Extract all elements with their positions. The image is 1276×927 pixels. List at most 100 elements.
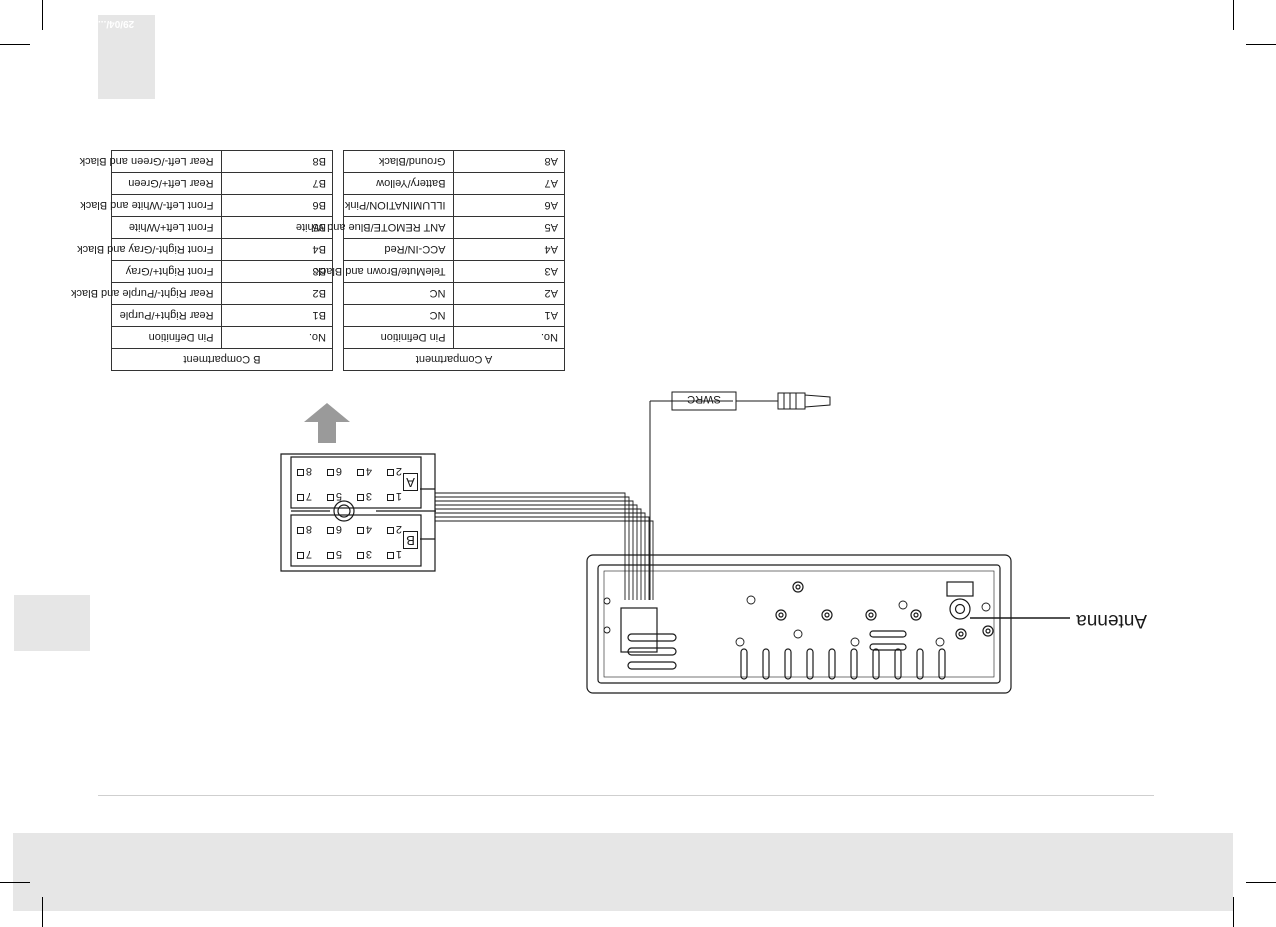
connector-center-pin xyxy=(333,500,355,522)
pin-number: 7 xyxy=(305,548,312,560)
connector-pin: 7 xyxy=(296,548,312,560)
connector-pin: 1 xyxy=(386,548,402,560)
connector-pin: 8 xyxy=(296,523,312,535)
pin-definition-cell: NC xyxy=(343,282,454,305)
pin-number: 1 xyxy=(395,548,402,560)
antenna-label: Antenna xyxy=(1076,610,1147,631)
pin-square-icon xyxy=(326,494,334,501)
connector-pin: 4 xyxy=(356,465,372,477)
connector-pin: 6 xyxy=(326,523,342,535)
pin-definition-cell: NC xyxy=(343,304,454,327)
column-header-definition: Pin Definition xyxy=(111,326,222,349)
pin-definition-cell: Front Left-/White and Black xyxy=(80,194,222,217)
pin-square-icon xyxy=(296,469,304,476)
connector-a-label: A xyxy=(403,473,418,491)
pin-number: 6 xyxy=(335,523,342,535)
button-bar xyxy=(869,643,907,651)
pin-number: 2 xyxy=(395,465,402,477)
table-header-row: No.Pin Definition xyxy=(111,326,333,349)
column-header-no: No. xyxy=(222,326,333,349)
pin-square-icon xyxy=(386,469,394,476)
pin-definition-cell: ILLUMINATION/Pink xyxy=(343,194,454,217)
pin-number-cell: B8 xyxy=(222,150,333,173)
screws xyxy=(775,581,994,640)
pin-square-icon xyxy=(326,552,334,559)
pin-square-icon xyxy=(386,527,394,534)
pin-number-cell: A3 xyxy=(454,260,565,283)
connector-pin: 8 xyxy=(296,465,312,477)
pin-number: 2 xyxy=(395,523,402,535)
column-header-definition: Pin Definition xyxy=(343,326,454,349)
connector-pin: 3 xyxy=(356,548,372,560)
connector-pin: 4 xyxy=(356,523,372,535)
pin-definition-cell: Front Left+/White xyxy=(111,216,222,239)
pin-square-icon xyxy=(386,552,394,559)
pin-number-cell: B2 xyxy=(222,282,333,305)
connector-pin: 5 xyxy=(326,490,342,502)
pin-number-cell: B1 xyxy=(222,304,333,327)
pin-square-icon xyxy=(326,469,334,476)
pin-square-icon xyxy=(356,494,364,501)
connector-pin: 5 xyxy=(326,548,342,560)
head-unit-outer xyxy=(586,554,1012,694)
pin-number-cell: B7 xyxy=(222,172,333,195)
pin-number-cell: B4 xyxy=(222,238,333,261)
pin-number-cell: A6 xyxy=(454,194,565,217)
connector-b-block xyxy=(290,514,422,567)
pin-definition-cell: Rear Right+/Purple xyxy=(111,304,222,327)
pin-definition-cell: Front Right-/Gray and Black xyxy=(77,238,222,261)
pin-number-cell: A5 xyxy=(454,216,565,239)
connector-pin: 2 xyxy=(386,523,402,535)
pin-number-cell: A7 xyxy=(454,172,565,195)
pin-square-icon xyxy=(326,527,334,534)
pin-number: 3 xyxy=(365,490,372,502)
pin-number-cell: A8 xyxy=(454,150,565,173)
antenna-bracket xyxy=(946,581,974,597)
pin-square-icon xyxy=(296,494,304,501)
pin-square-icon xyxy=(356,552,364,559)
pin-square-icon xyxy=(296,527,304,534)
pin-number: 6 xyxy=(335,465,342,477)
pin-definition-cell: Rear Left+/Green xyxy=(111,172,222,195)
pin-number: 3 xyxy=(365,548,372,560)
table-title: B Compartment xyxy=(111,348,333,371)
pin-number: 1 xyxy=(395,490,402,502)
connector-a-block xyxy=(290,456,422,509)
pin-square-icon xyxy=(356,469,364,476)
pin-number-cell: B3 xyxy=(222,260,333,283)
iso-connector xyxy=(280,453,436,572)
table-title-row: A Compartment xyxy=(343,348,565,371)
pin-number: 8 xyxy=(305,523,312,535)
pin-number-cell: A2 xyxy=(454,282,565,305)
harness-wires xyxy=(435,492,654,600)
pin-number-cell: B6 xyxy=(222,194,333,217)
pin-number-cell: B5 xyxy=(222,216,333,239)
pin-number: 8 xyxy=(305,465,312,477)
pin-definition-cell: Rear Right-/Purple and Black xyxy=(71,282,222,305)
small-holes xyxy=(603,595,991,647)
pin-definition-cell: Battery/Yellow xyxy=(343,172,454,195)
pin-definition-cell: TeleMute/Brown and Black xyxy=(315,260,454,283)
pin-definition-cell: ANT REMOTE/Blue and White xyxy=(296,216,454,239)
pin-definition-cell: Rear Left-/Green and Black xyxy=(80,150,222,173)
connector-b-label: B xyxy=(403,531,418,549)
pin-definition-cell: ACC-IN/Red xyxy=(343,238,454,261)
antenna-socket xyxy=(949,598,971,620)
column-header-no: No. xyxy=(454,326,565,349)
